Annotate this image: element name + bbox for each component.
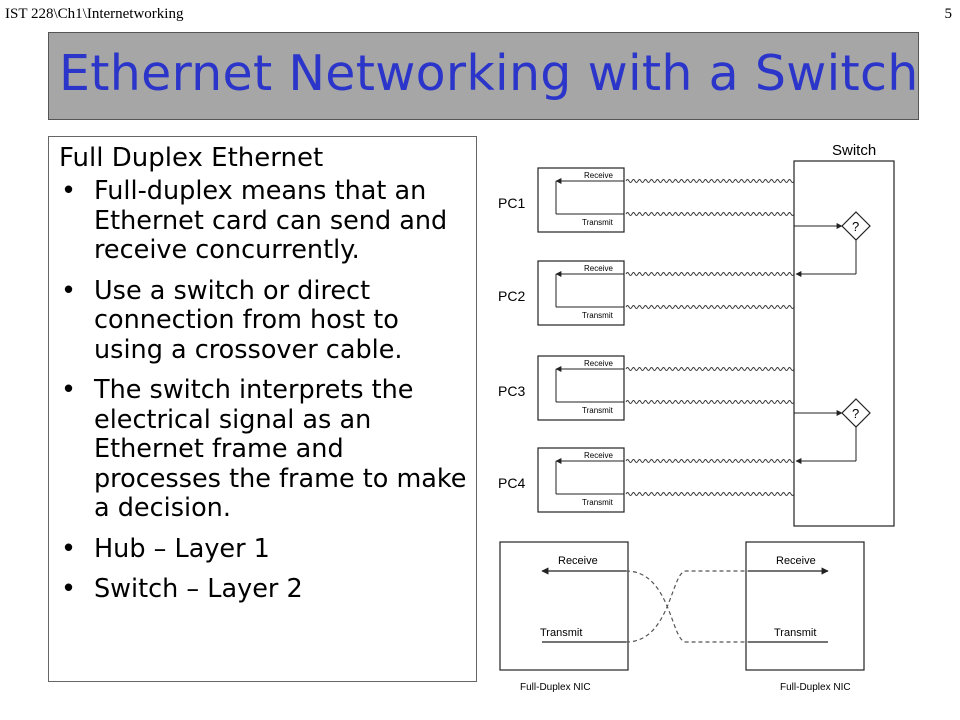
course-header: IST 228\Ch1\Internetworking: [5, 6, 184, 22]
content-box: Full Duplex Ethernet Full-duplex means t…: [48, 136, 477, 682]
switch-label: Switch: [832, 142, 876, 159]
bullet-list: Full-duplex means that an Ethernet card …: [59, 176, 469, 616]
right-transmit-label: Transmit: [774, 627, 816, 639]
twisted-pair-transmit: [625, 492, 795, 496]
pc-label: PC1: [498, 195, 525, 211]
left-transmit-label: Transmit: [540, 627, 582, 639]
receive-label: Receive: [584, 264, 613, 273]
right-nic-box: [745, 541, 865, 671]
right-receive-label: Receive: [776, 555, 816, 567]
crossover-diagram: Receive Transmit Receive Transmit Full-D…: [496, 536, 872, 696]
transmit-label: Transmit: [582, 311, 614, 320]
pc-nic-box: [537, 167, 625, 233]
title-banner: Ethernet Networking with a Switch: [48, 32, 919, 120]
pc-nic-box: [537, 355, 625, 421]
crossover-wire-a: [625, 570, 748, 643]
switch-box: [793, 160, 895, 527]
receive-label: Receive: [584, 451, 613, 460]
twisted-pair-transmit: [625, 305, 795, 309]
pc-label: PC3: [498, 383, 525, 399]
pc-label: PC4: [498, 475, 525, 491]
pc-nic-box: [537, 260, 625, 326]
switch-diagram: Switch PC1ReceiveTransmitPC2ReceiveTrans…: [496, 136, 896, 528]
receive-label: Receive: [584, 171, 613, 180]
left-nic-label: Full-Duplex NIC: [520, 682, 591, 693]
bullet-item: Use a switch or direct connection from h…: [59, 276, 469, 366]
section-heading: Full Duplex Ethernet: [59, 143, 324, 173]
twisted-pair-transmit: [625, 212, 795, 216]
decision-group: ??: [794, 211, 871, 464]
twisted-pair-transmit: [625, 400, 795, 404]
twisted-pair-receive: [625, 367, 795, 371]
left-receive-label: Receive: [558, 555, 598, 567]
crossover-wire-b: [625, 570, 748, 643]
bullet-item: Hub – Layer 1: [59, 534, 469, 565]
bullet-item: The switch interprets the electrical sig…: [59, 375, 469, 524]
twisted-pair-receive: [625, 459, 795, 463]
decision-symbol: ?: [852, 406, 859, 421]
twisted-pair-receive: [625, 272, 795, 276]
transmit-label: Transmit: [582, 498, 614, 507]
pc-label: PC2: [498, 288, 525, 304]
receive-label: Receive: [584, 359, 613, 368]
pc-group: PC1ReceiveTransmitPC2ReceiveTransmitPC3R…: [498, 167, 795, 513]
right-nic-label: Full-Duplex NIC: [780, 682, 851, 693]
pc-nic-box: [537, 447, 625, 513]
twisted-pair-receive: [625, 179, 795, 183]
page-number: 5: [944, 6, 953, 22]
decision-symbol: ?: [852, 219, 859, 234]
transmit-label: Transmit: [582, 218, 614, 227]
bullet-item: Switch – Layer 2: [59, 574, 469, 605]
slide-title: Ethernet Networking with a Switch: [59, 45, 919, 102]
transmit-label: Transmit: [582, 406, 614, 415]
left-nic-box: [499, 541, 629, 671]
bullet-item: Full-duplex means that an Ethernet card …: [59, 176, 469, 266]
